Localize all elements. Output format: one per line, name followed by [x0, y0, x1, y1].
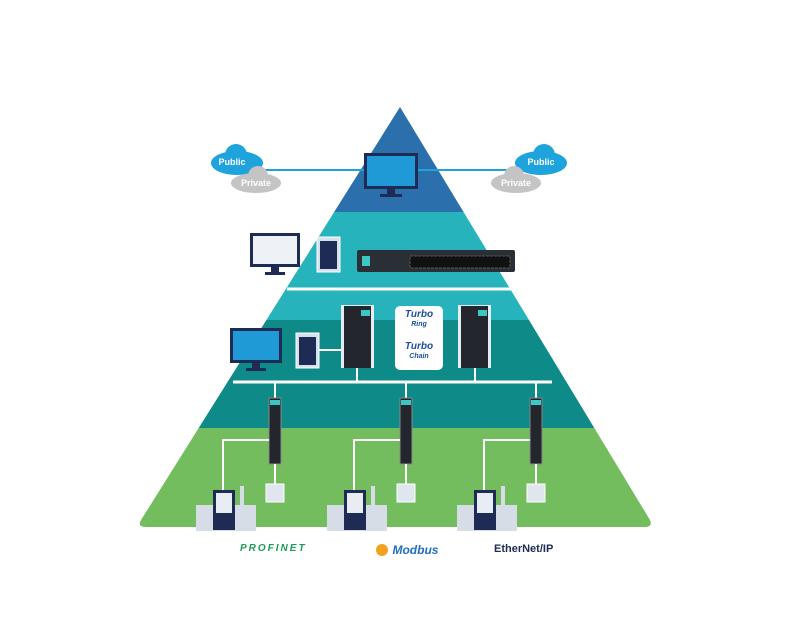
link-line [483, 439, 530, 490]
turbo-ring-title: Turbo [404, 309, 434, 320]
server-icon [295, 332, 320, 369]
cnc-machine-window [216, 493, 232, 513]
link-line [222, 439, 269, 490]
server-icon [316, 236, 341, 273]
cnc-machine-window [347, 493, 363, 513]
din-rail-switch-icon [268, 397, 282, 465]
ethernet-ip-logo: EtherNet/IP [494, 543, 554, 555]
signal-tower-icon [501, 486, 505, 506]
din-rail-switch-icon [529, 397, 543, 465]
switch-led [270, 400, 280, 405]
switch-led [401, 400, 411, 405]
hmi-monitor-icon [230, 328, 282, 371]
din-rail-switch-icon [399, 397, 413, 465]
device-columns [196, 382, 546, 531]
signal-tower-icon [240, 486, 244, 506]
cloud-private-label-right: Private [500, 178, 532, 188]
management-monitor-icon [250, 233, 300, 275]
link-line [353, 439, 400, 490]
signal-tower-icon [371, 486, 375, 506]
cloud-public-label-left: Public [218, 157, 246, 167]
turbo-ring-sub: Ring [411, 321, 427, 328]
cloud-private-label-left: Private [240, 178, 272, 188]
modbus-logo: Modbus [376, 541, 438, 559]
cloud-public-label-right: Public [527, 157, 555, 167]
switch-led [531, 400, 541, 405]
cloud-icon-left [211, 144, 281, 193]
profinet-logo: PROFINET [240, 543, 307, 554]
meter-icon [396, 483, 416, 503]
cloud-icon-right [491, 144, 567, 193]
rackmount-switch-icon [357, 250, 515, 272]
modbus-star-icon [376, 543, 388, 556]
modbus-text: Modbus [392, 542, 439, 557]
turbo-ring-chain-badge [395, 306, 443, 370]
turbo-chain-title: Turbo [404, 341, 434, 352]
meter-icon [265, 483, 285, 503]
managed-switch-icon-left [341, 305, 374, 368]
turbo-badge-text: Turbo Ring Turbo Chain [395, 310, 443, 362]
meter-icon [526, 483, 546, 503]
turbo-chain-sub: Chain [409, 353, 429, 360]
managed-switch-icon-right [458, 305, 491, 368]
scada-monitor-icon [364, 153, 418, 197]
cnc-machine-window [477, 493, 493, 513]
